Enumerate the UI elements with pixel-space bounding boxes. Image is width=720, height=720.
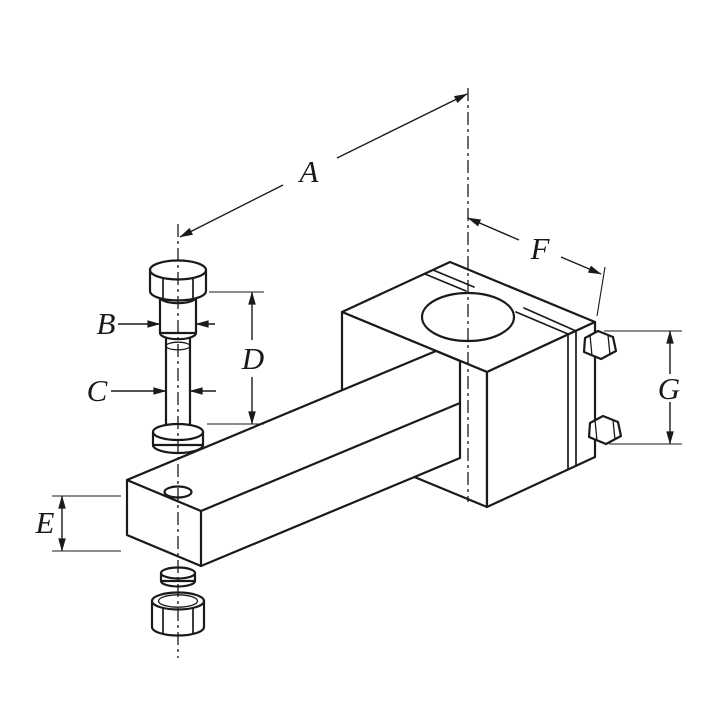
dim-d-label: D (241, 341, 264, 376)
arm-group (125, 349, 462, 568)
bolt-head-facets (162, 278, 194, 299)
dimensions-group: A F B C D E G (35, 93, 682, 552)
dim-f-line-1 (467, 217, 520, 241)
dim-a-line-1 (179, 184, 284, 238)
clamp-screw-top-head (582, 329, 618, 361)
arm-body (125, 349, 462, 568)
slit-top-line-2 (432, 269, 577, 332)
dim-g-label: G (658, 371, 680, 406)
block-slit-lines (424, 269, 577, 470)
dim-f-label: F (530, 231, 551, 266)
clamp-screw-bottom (587, 414, 623, 446)
dim-a-line-2 (336, 93, 468, 159)
dim-c-label: C (87, 373, 108, 408)
dim-f-ext (596, 266, 606, 317)
dim-f-line-2 (560, 256, 602, 275)
bolt-shoulder-bottom (158, 331, 198, 341)
clamp-screw-top-facets (589, 334, 611, 357)
dim-a-label: A (298, 154, 320, 189)
hex-nut-facets (162, 607, 194, 635)
dim-b-label: B (97, 306, 116, 341)
nut-group (150, 566, 206, 637)
clamp-screw-bottom-head (587, 414, 623, 446)
dim-e-label: E (35, 505, 55, 540)
clamp-screw-bottom-facets (594, 419, 616, 442)
clamp-screw-top (582, 329, 618, 361)
lock-washer-bottom (159, 579, 197, 588)
slit-top-line-1 (424, 273, 569, 335)
arm-edges (125, 401, 462, 568)
